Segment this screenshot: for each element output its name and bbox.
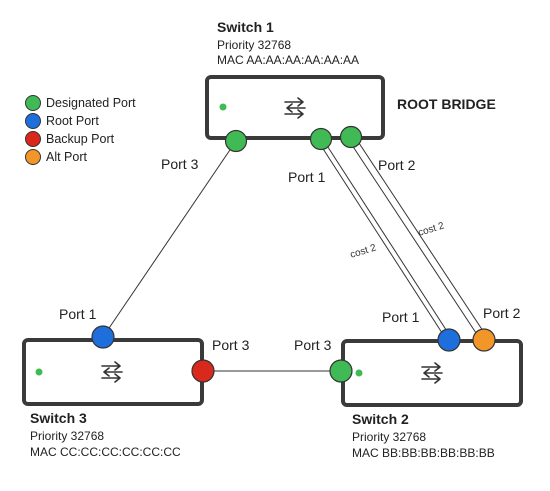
power-led [219,103,227,111]
switch2-priority: Priority 32768 [352,430,427,444]
switch2-port3-label: Port 3 [294,337,332,353]
switch-3[interactable] [22,338,204,406]
legend-label-backup: Backup Port [46,132,115,146]
legend-label-root: Root Port [46,114,99,128]
switch1-port3-label: Port 3 [161,156,199,172]
link-s1-s2-port1 [317,140,453,340]
link-s1-s2-port2 [347,136,488,340]
cost-label-outer: cost 2 [417,220,446,238]
switch3-port1-root[interactable] [91,325,115,349]
switch-2[interactable] [341,339,523,407]
switch1-name: Switch 1 [217,19,274,35]
root-bridge-label: ROOT BRIDGE [397,96,496,112]
switch2-mac: MAC BB:BB:BB:BB:BB:BB [352,446,495,460]
switch2-port1-root[interactable] [437,328,461,352]
legend-label-alt: Alt Port [46,150,87,164]
switch3-priority: Priority 32768 [30,429,105,443]
switch-arrows-icon [101,361,123,383]
switch3-port3-backup[interactable] [191,359,215,383]
switch2-name: Switch 2 [352,411,409,427]
link-s1-s3 [102,140,237,338]
switch3-mac: MAC CC:CC:CC:CC:CC:CC [30,445,181,459]
power-led [355,369,363,377]
switch3-port1-label: Port 1 [59,306,97,322]
legend-dot-alt [25,149,41,165]
switch1-mac: MAC AA:AA:AA:AA:AA:AA [217,53,360,67]
switch1-priority: Priority 32768 [217,38,292,52]
switch2-port3-designated[interactable] [329,359,353,383]
power-led [35,368,43,376]
switch3-port3-label: Port 3 [212,337,250,353]
legend-label-designated: Designated Port [46,96,136,110]
switch-arrows-icon [284,97,306,119]
legend-dot-designated [25,95,41,111]
switch2-port2-alt[interactable] [472,328,496,352]
switch2-port1-label: Port 1 [382,309,420,325]
switch1-port2-designated[interactable] [339,125,363,149]
cost-label-inner: cost 2 [349,242,378,260]
legend-dot-backup [25,131,41,147]
switch1-port1-label: Port 1 [288,169,326,185]
switch1-port3-designated[interactable] [224,129,248,153]
switch-arrows-icon [421,362,443,384]
switch2-port2-label: Port 2 [483,305,521,321]
legend-dots [25,95,41,165]
legend-dot-root [25,113,41,129]
switch3-name: Switch 3 [30,410,87,426]
switch-1[interactable] [205,75,385,140]
switch1-port2-label: Port 2 [378,157,416,173]
switch1-port1-designated[interactable] [309,127,333,151]
